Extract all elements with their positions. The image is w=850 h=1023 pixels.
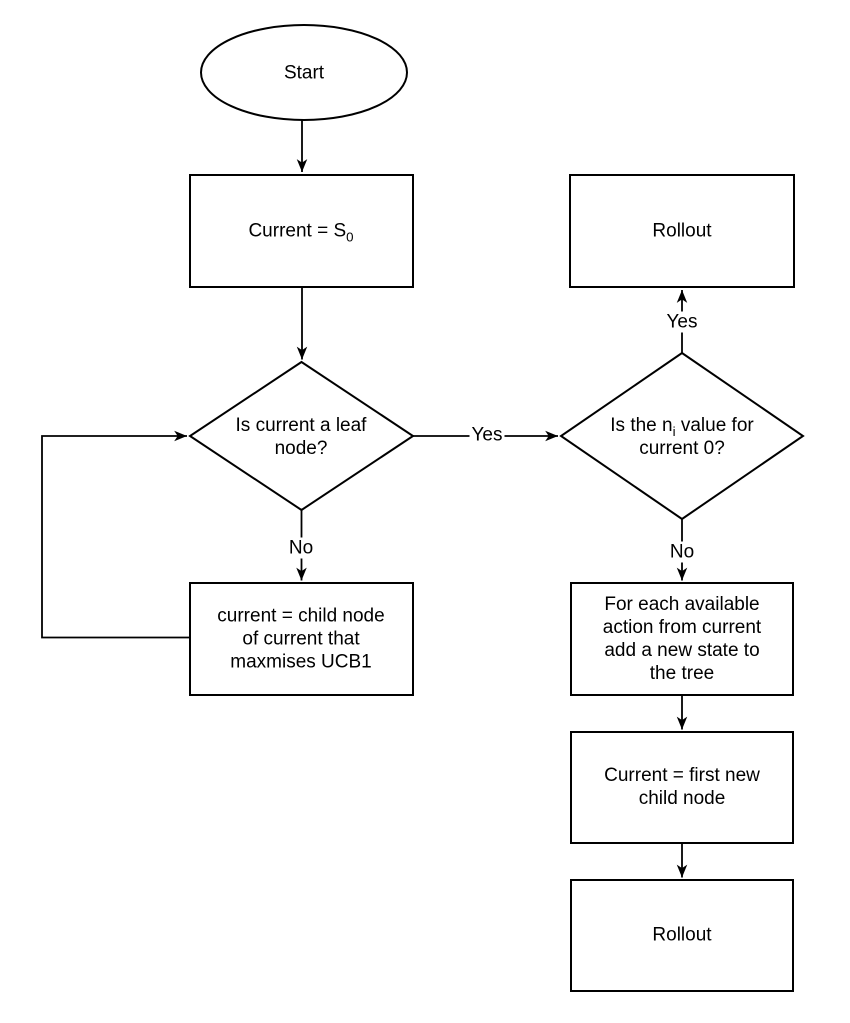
- ni-check-label-text-post: value for current 0?: [639, 415, 754, 459]
- rollout-bottom-box: [570, 879, 794, 992]
- rollout-bottom-label: Rollout: [652, 924, 712, 946]
- leaf-check-yes-label: Yes: [469, 424, 505, 446]
- leaf-check-label: Is current a leaf node?: [235, 415, 367, 459]
- edge-select-child-loop-to-leaf-check: [41, 430, 190, 639]
- current-s0-label-subscript: 0: [346, 229, 354, 245]
- rollout-top-label: Rollout: [652, 220, 712, 242]
- ni-check-label-text: Is the n: [610, 415, 673, 436]
- start-label: Start: [283, 62, 325, 84]
- expand-box: [570, 582, 794, 696]
- start-ellipse: [200, 24, 408, 121]
- leaf-check-diamond: [188, 360, 415, 512]
- select-child-label: current = child node of current that max…: [217, 605, 385, 673]
- first-child-box: [570, 731, 794, 844]
- first-child-label: Current = first new child node: [604, 765, 760, 809]
- ni-check-label: Is the ni value for current 0?: [587, 414, 777, 460]
- select-child-box: [189, 582, 414, 696]
- ni-check-yes-label: Yes: [664, 311, 700, 333]
- ni-check-no-label: No: [667, 541, 697, 563]
- rollout-top-box: [569, 174, 795, 288]
- expand-label: For each available action from current a…: [602, 594, 762, 684]
- leaf-check-no-label: No: [286, 537, 316, 559]
- ni-check-label-subscript: i: [672, 423, 676, 439]
- current-s0-label: Current = S0: [210, 220, 392, 245]
- current-s0-label-text: Current = S: [248, 220, 347, 242]
- current-s0-box: [189, 174, 414, 288]
- ni-check-diamond: [559, 351, 805, 521]
